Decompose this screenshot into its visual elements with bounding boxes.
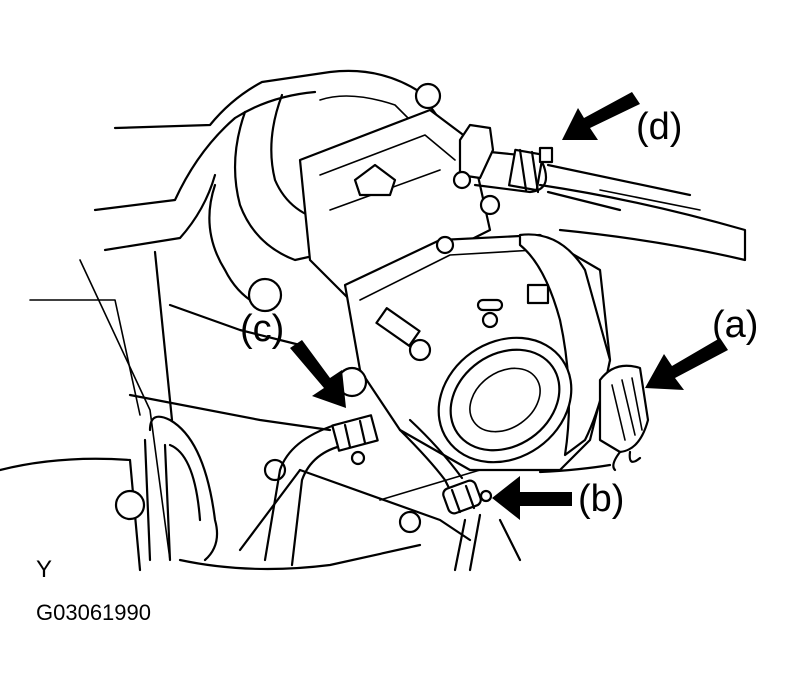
hose-b <box>398 418 493 572</box>
intake-manifold-outline <box>0 69 747 572</box>
hose-c <box>263 414 379 567</box>
arrow-d <box>562 92 640 140</box>
label-b: (b) <box>578 478 625 520</box>
hose-d <box>452 123 692 212</box>
figure-code: G03061990 <box>36 600 151 625</box>
label-c: (c) <box>240 308 285 350</box>
sensor-connector <box>538 364 650 474</box>
label-d: (d) <box>636 106 683 148</box>
arrow-b <box>492 476 572 520</box>
left-hose <box>143 415 219 562</box>
view-marker: Y <box>36 556 53 583</box>
throttle-body <box>247 82 612 472</box>
label-a: (a) <box>712 304 759 346</box>
arrow-a <box>645 338 728 390</box>
arrow-c <box>290 340 346 408</box>
